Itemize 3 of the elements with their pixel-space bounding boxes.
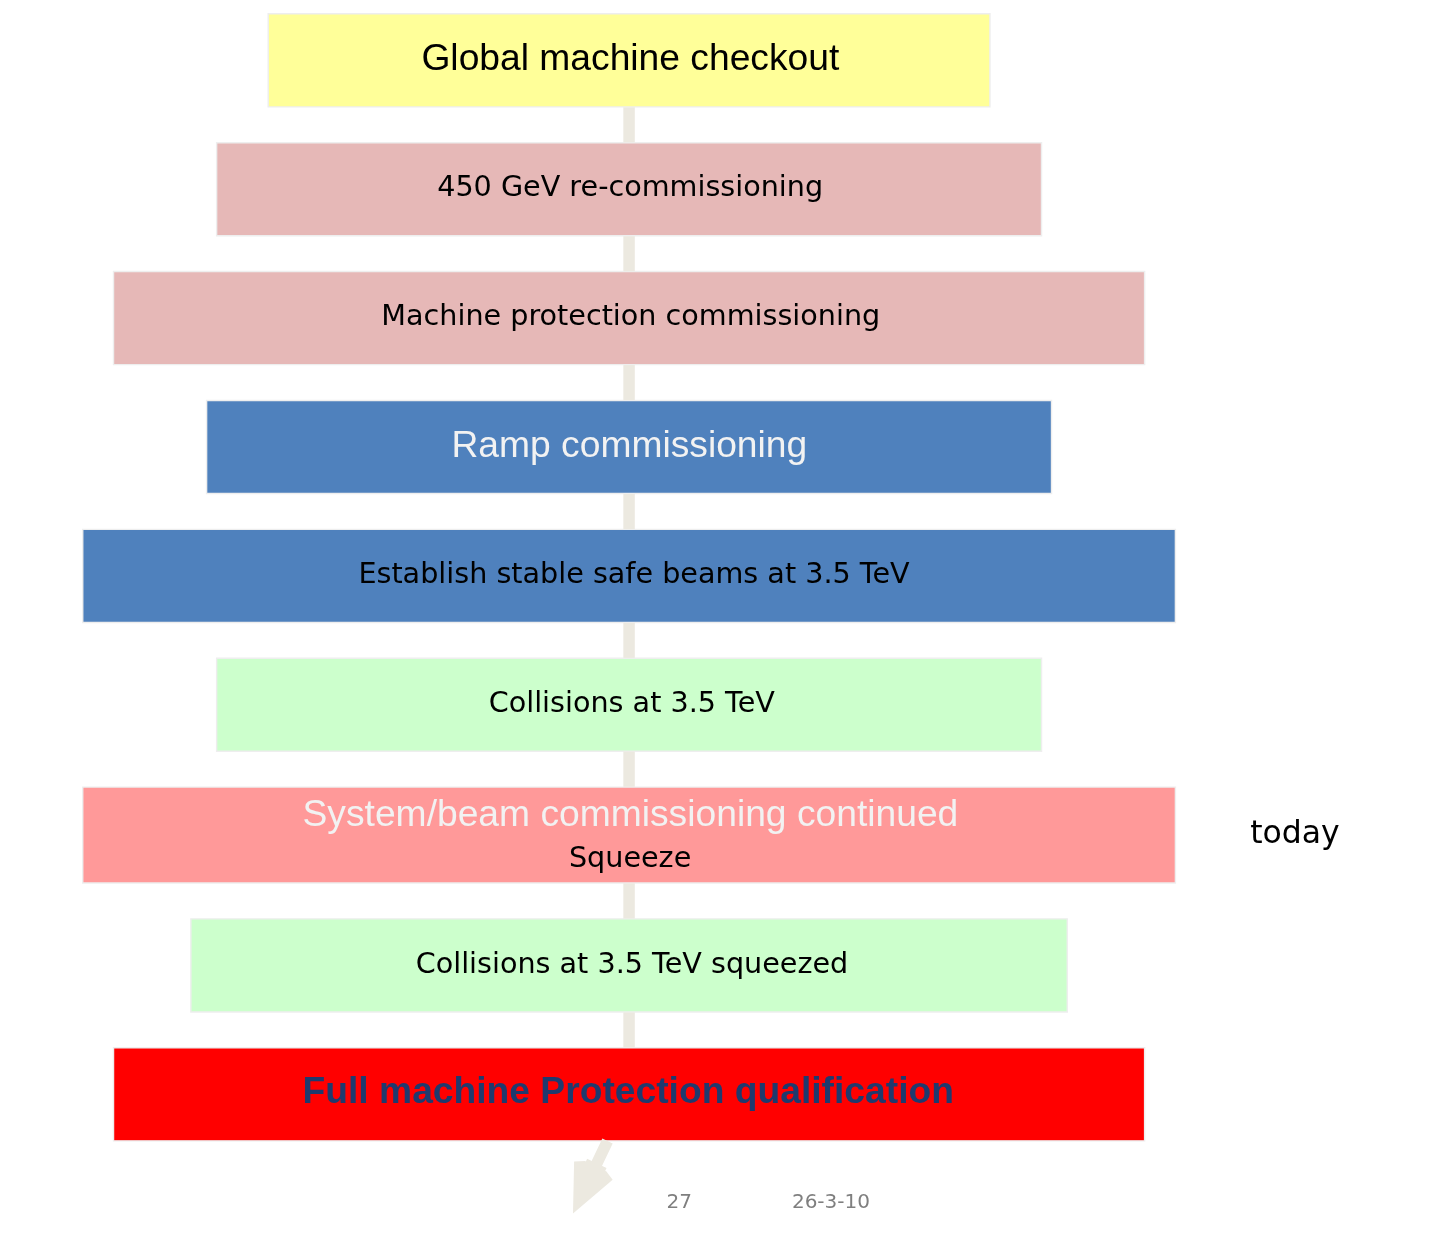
label: 26-3-10: [791, 1188, 871, 1213]
label: 27: [666, 1188, 692, 1213]
label: today: [1250, 814, 1340, 851]
